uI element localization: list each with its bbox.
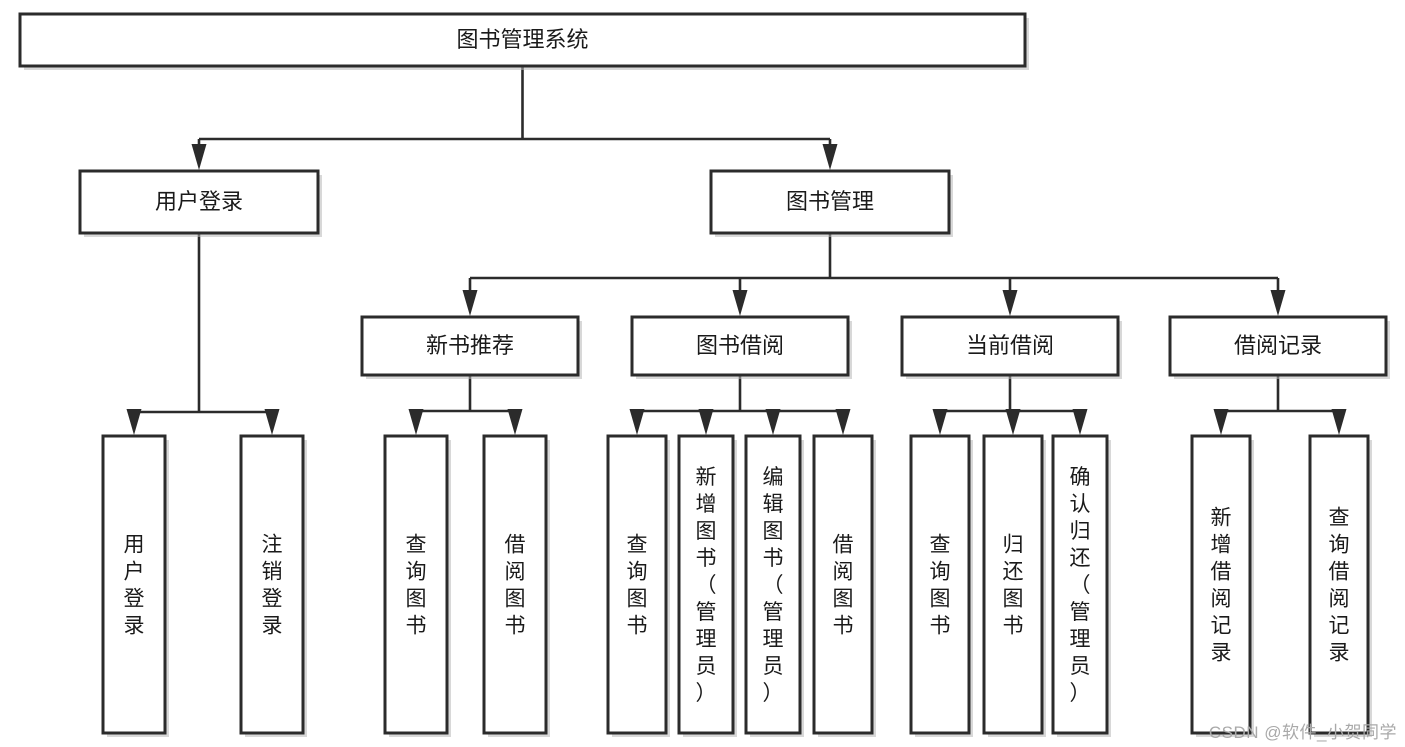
node-label: 当前借阅: [966, 333, 1054, 358]
node-user-login[interactable]: 用户登录: [78, 169, 322, 237]
node-label: 借阅记录: [1234, 333, 1322, 358]
node-box[interactable]: [677, 434, 735, 735]
node-book-manage[interactable]: 图书管理: [709, 169, 953, 237]
node-box[interactable]: [606, 434, 668, 735]
arrow-head-icon: [1270, 290, 1286, 316]
node-box[interactable]: [744, 434, 802, 735]
node-leaf-query-book-rec[interactable]: 查询图书: [383, 434, 451, 737]
node-box[interactable]: [909, 434, 971, 735]
node-label: 注销登录: [262, 534, 283, 638]
node-leaf-user-login[interactable]: 用户登录: [101, 434, 169, 737]
node-label: 确认归还（管理员）: [1070, 466, 1091, 705]
node-label: 查询图书: [406, 534, 427, 638]
node-box[interactable]: [239, 434, 305, 735]
node-root[interactable]: 图书管理系统: [18, 12, 1029, 70]
arrow-head-icon: [629, 409, 645, 435]
arrow-head-icon: [462, 290, 478, 316]
arrow-head-icon: [835, 409, 851, 435]
node-box[interactable]: [1308, 434, 1370, 735]
node-leaf-logout[interactable]: 注销登录: [239, 434, 307, 737]
node-box[interactable]: [812, 434, 874, 735]
node-leaf-return-book[interactable]: 归还图书: [982, 434, 1046, 737]
node-label: 新书推荐: [426, 333, 514, 358]
node-box[interactable]: [1190, 434, 1252, 735]
arrow-head-icon: [1331, 409, 1347, 435]
node-label: 编辑图书（管理员）: [763, 466, 784, 705]
arrow-head-icon: [126, 409, 142, 435]
arrow-head-icon: [732, 290, 748, 316]
node-borrow-record[interactable]: 借阅记录: [1168, 315, 1390, 379]
node-label: 查询图书: [627, 534, 648, 638]
node-current-borrow[interactable]: 当前借阅: [900, 315, 1122, 379]
node-book-borrow[interactable]: 图书借阅: [630, 315, 852, 379]
arrow-head-icon: [507, 409, 523, 435]
node-box[interactable]: [1051, 434, 1109, 735]
arrow-head-icon: [264, 409, 280, 435]
node-leaf-query-book-borrow[interactable]: 查询图书: [606, 434, 670, 737]
node-leaf-add-record[interactable]: 新增借阅记录: [1190, 434, 1254, 737]
arrow-head-icon: [1002, 290, 1018, 316]
node-leaf-query-book-current[interactable]: 查询图书: [909, 434, 973, 737]
node-label: 图书借阅: [696, 333, 784, 358]
node-leaf-borrow-book-rec[interactable]: 借阅图书: [482, 434, 550, 737]
node-label: 新增借阅记录: [1211, 507, 1232, 665]
node-box[interactable]: [360, 315, 580, 377]
arrow-head-icon: [1213, 409, 1229, 435]
node-box[interactable]: [900, 315, 1120, 377]
node-box[interactable]: [630, 315, 850, 377]
node-label: 归还图书: [1003, 534, 1024, 638]
node-box[interactable]: [78, 169, 320, 235]
connector-layer: [126, 66, 1347, 435]
node-box[interactable]: [1168, 315, 1388, 377]
arrow-head-icon: [1005, 409, 1021, 435]
node-label: 新增图书（管理员）: [696, 466, 717, 705]
arrow-head-icon: [932, 409, 948, 435]
node-label: 查询图书: [930, 534, 951, 638]
node-box[interactable]: [383, 434, 449, 735]
node-label: 用户登录: [155, 189, 243, 214]
node-new-book-recommend[interactable]: 新书推荐: [360, 315, 582, 379]
node-label: 图书管理: [786, 189, 874, 214]
node-box[interactable]: [482, 434, 548, 735]
arrow-head-icon: [698, 409, 714, 435]
arrow-head-icon: [822, 144, 838, 170]
node-box[interactable]: [709, 169, 951, 235]
node-leaf-borrow-book[interactable]: 借阅图书: [812, 434, 876, 737]
node-label: 借阅图书: [833, 534, 854, 638]
node-box[interactable]: [101, 434, 167, 735]
arrow-head-icon: [765, 409, 781, 435]
node-leaf-confirm-return[interactable]: 确认归还（管理员）: [1051, 434, 1111, 737]
arrow-head-icon: [1072, 409, 1088, 435]
node-label: 用户登录: [124, 534, 145, 638]
arrow-head-icon: [191, 144, 207, 170]
node-leaf-edit-book[interactable]: 编辑图书（管理员）: [744, 434, 804, 737]
node-label: 图书管理系统: [456, 27, 588, 52]
node-label: 借阅图书: [505, 534, 526, 638]
node-leaf-add-book[interactable]: 新增图书（管理员）: [677, 434, 737, 737]
node-box[interactable]: [982, 434, 1044, 735]
node-leaf-query-record[interactable]: 查询借阅记录: [1308, 434, 1372, 737]
node-box[interactable]: [18, 12, 1027, 68]
node-label: 查询借阅记录: [1329, 507, 1350, 665]
arrow-head-icon: [408, 409, 424, 435]
